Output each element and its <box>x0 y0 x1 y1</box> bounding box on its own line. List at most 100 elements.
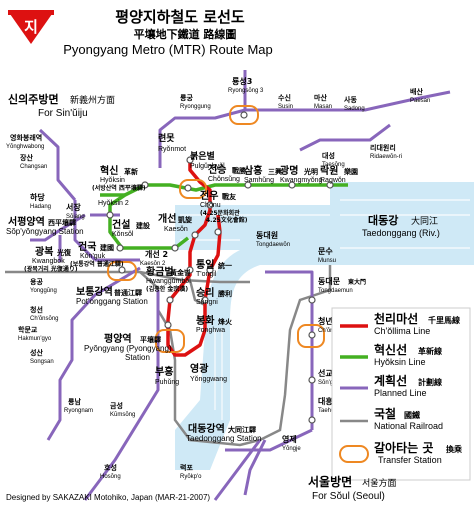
legend-hyoksin-en: Hyŏksin Line <box>374 357 426 367</box>
station-chonu-note2: 4.25文化會館) <box>206 216 248 224</box>
station-puhung-en: Puhŭng <box>155 379 179 386</box>
station-hyoksin-note: (서방산역 西平壤驛) <box>92 184 146 192</box>
station-ryokpo-en: Ryŏkp'o <box>180 474 202 480</box>
river-chinese: 大同江 <box>411 215 438 227</box>
legend-hyoksin-zh: 革新線 <box>418 346 442 356</box>
station-kumsong: 금성 <box>110 401 123 410</box>
logo-text: 지 <box>24 18 38 36</box>
station-masan: 마산 <box>314 93 327 102</box>
station-hwangumbol-zh: 黃金벌 <box>169 268 190 277</box>
station-kwangbok: 광복 <box>35 246 53 258</box>
station-markers <box>106 111 334 424</box>
direction-south-korean: 서울방면 <box>308 474 352 489</box>
river-korean: 대동강 <box>368 213 398 227</box>
station-samhung-zh: 三興 <box>268 167 282 176</box>
station-songsan-en: Songsan <box>30 359 54 365</box>
station-sadong: 사동 <box>344 95 357 104</box>
station-ryonggung: 룡궁 <box>180 93 193 102</box>
station-sungni: 승리 <box>196 286 214 299</box>
station-paeksan-en: Paesan <box>410 98 430 104</box>
station-hosong: 호성 <box>104 463 117 472</box>
station-konguk-en: Kŏn'guk <box>80 253 106 260</box>
station-ryongmot2: 룡남 <box>68 397 81 406</box>
station-pulgunbyol: 붉은별 <box>190 150 215 162</box>
station-tongil: 통일 <box>196 258 214 271</box>
station-sopyongyang-en: Sŏp'yŏngyang Station <box>6 227 84 236</box>
station-susin: 수신 <box>278 93 291 102</box>
legend-railway-en: National Railroad <box>374 421 443 431</box>
direction-north-korean: 신의주방면 <box>8 92 59 106</box>
station-yonggong: 용공 <box>30 277 43 286</box>
direction-north-english: For Sin'ŭiju <box>38 108 88 119</box>
station-kwangbok-zh: 光復 <box>56 248 72 257</box>
station-ponghwa: 봉화 <box>196 315 215 327</box>
station-chonsong: 청선 <box>30 305 43 314</box>
station-hyoksin: 혁신 <box>100 164 118 177</box>
legend-planned-zh: 計劃線 <box>418 377 442 387</box>
station-yongsong: 룡성3 <box>232 76 252 86</box>
station-potonggang: 보통강역 <box>76 285 113 298</box>
chollima-line <box>166 160 222 357</box>
station-chonu: 전우 <box>200 189 218 202</box>
station-tongdaemun-en: Tongdaemun <box>318 288 353 294</box>
station-munsu: 문수 <box>318 247 333 256</box>
station-tongil-en: T'ongil <box>196 271 217 278</box>
station-potonggang-en: Pot'onggang Station <box>76 297 148 306</box>
taedong-river <box>175 182 474 470</box>
station-hyoksin-en: Hyŏksin <box>100 177 125 184</box>
station-ponghwa-zh: 烽火 <box>218 317 233 326</box>
station-sojang: 서장 <box>66 202 81 212</box>
station-ryonmot-en: Ryŏnmot <box>158 146 186 153</box>
station-ragwon-en: Ragwŏn <box>320 177 346 184</box>
station-ryokpo: 력포 <box>180 463 193 472</box>
station-songyo-en: Sŏn'gyo <box>318 380 340 386</box>
station-taehung: 대흥 <box>318 396 333 406</box>
station-masan-en: Masan <box>314 104 332 110</box>
station-hosong-en: Hosŏng <box>100 474 121 480</box>
legend: 천리마선 千里馬線 Ch'ŏllima Line 혁신선 革新線 Hyŏksin… <box>331 307 471 481</box>
station-yonggong-en: Yonggŭng <box>30 288 57 294</box>
station-rimwonri: 리대원리 <box>370 143 396 152</box>
station-tongdaewon: 동대원 <box>256 230 278 240</box>
station-taedonggang: 대동강역 <box>188 422 225 435</box>
station-sungni-zh: 勝利 <box>218 289 232 298</box>
station-taedonggang-en: Taedonggang Station <box>186 434 262 443</box>
station-pyongyang-en2: Station <box>125 353 150 362</box>
station-chonu-note1: (4.25문화회관 <box>200 209 240 217</box>
station-tongdaemun: 동대문 <box>318 276 341 286</box>
legend-transfer-zh: 換乘 <box>446 444 462 454</box>
station-konsol-zh: 建設 <box>136 221 151 230</box>
station-ryongmot2-en: Ryongnam <box>64 408 93 414</box>
station-ragwon-zh: 樂園 <box>344 167 358 176</box>
station-yonggwang: 영광 <box>190 362 209 375</box>
station-chonsong-en: Ch'ŏnsŏng <box>30 316 59 322</box>
station-yonggwang-en: Yŏnggwang <box>190 376 227 383</box>
station-yongbuksa: 영화봉래역 <box>10 133 42 142</box>
direction-north-chinese: 新義州方面 <box>70 94 115 106</box>
station-paeksan: 배산 <box>410 87 423 96</box>
station-taehung-en: Taehŭng <box>318 408 341 414</box>
station-chonsung-en: Chŏnsŭng <box>208 176 240 183</box>
station-kaeson2: 개선 2 <box>145 249 168 259</box>
station-taesong-en: Taesŏng <box>322 162 345 168</box>
station-kaeson: 개선 <box>158 212 176 225</box>
station-tongdaemun-zh: 東大門 <box>348 278 366 286</box>
station-kaeson-en: Kaesŏn <box>164 226 188 233</box>
station-sopyongyang: 서평양역 <box>8 215 45 228</box>
station-potonggang-zh: 普通江驛 <box>114 288 142 297</box>
station-konguk: 건국 <box>78 240 96 253</box>
station-sopyongyang-zh: 西平壤驛 <box>48 218 76 227</box>
station-konsol-en: Kŏnsŏl <box>112 231 134 238</box>
legend-hyoksin-ko: 혁신선 <box>374 342 407 357</box>
credit: Designed by SAKAZAKI Motohiko, Japan (MA… <box>6 493 210 502</box>
station-rimwonri-en: Ridaewŏn-ri <box>370 154 402 160</box>
station-hakmun-en: Hakmun'gyo <box>18 336 52 342</box>
station-konguk-zh: 建國 <box>100 243 114 252</box>
transfer-stations <box>107 105 325 353</box>
station-konguk-note: (보통강역 普通江驛) <box>70 260 124 268</box>
direction-south-chinese: 서울方面 <box>362 477 397 489</box>
station-hadang-en: Hadang <box>30 204 51 210</box>
station-sojang-en: Sŏjang <box>66 214 85 220</box>
station-pyongyang-zh: 平壤驛 <box>140 335 161 344</box>
